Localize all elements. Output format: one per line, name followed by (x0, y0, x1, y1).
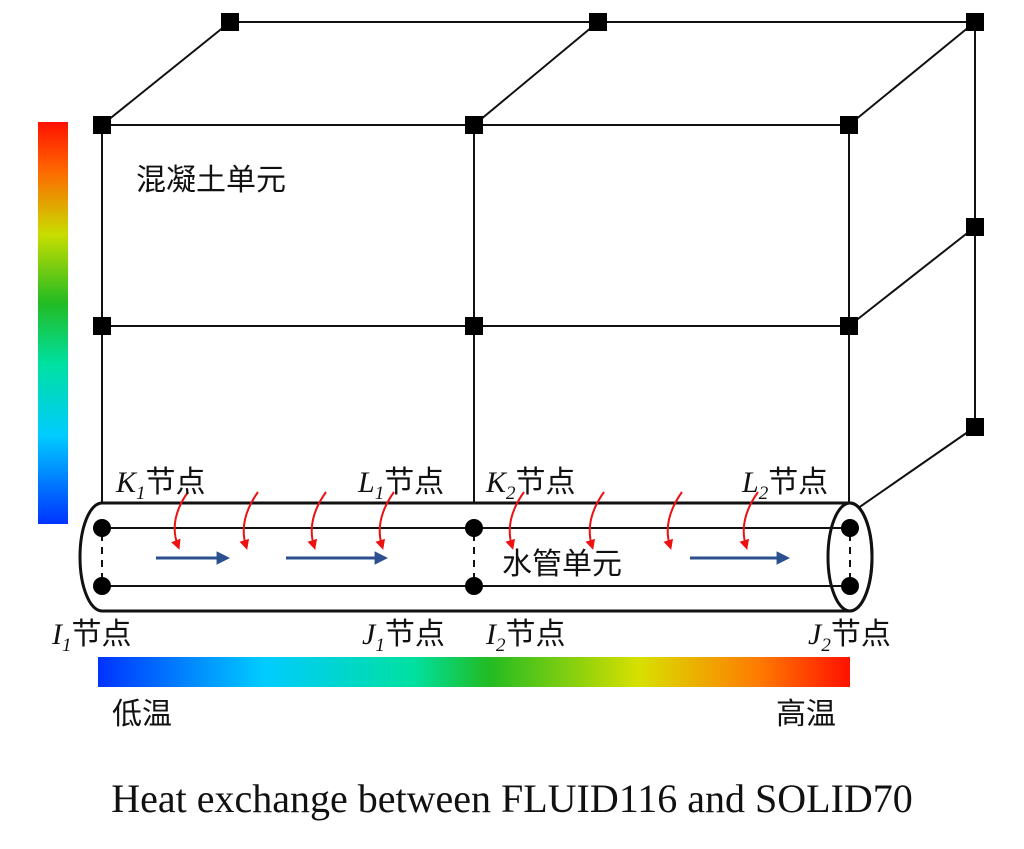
mesh-node (465, 116, 483, 134)
node-label-J1: J1节点 (362, 617, 445, 656)
node-label-J2: J2节点 (808, 617, 891, 656)
mesh-node (966, 13, 984, 31)
heat-arrow (375, 491, 395, 550)
node-label-I2: I2节点 (485, 617, 566, 656)
heat-arrow (505, 491, 525, 550)
pipe-node (465, 519, 483, 537)
heat-arrow (171, 491, 189, 550)
pipe-element-label: 水管单元 (502, 547, 622, 582)
node-label-L2: L2节点 (741, 465, 828, 504)
mesh-node (840, 116, 858, 134)
mesh-nodes (93, 13, 984, 436)
figure-caption: Heat exchange between FLUID116 and SOLID… (111, 776, 913, 821)
mesh-node (465, 317, 483, 335)
mesh-node (93, 116, 111, 134)
vertical-temperature-scale (38, 122, 68, 524)
mesh-node (93, 317, 111, 335)
pipe-nodes (93, 519, 859, 595)
node-label-K2: K2节点 (485, 465, 576, 504)
heat-arrow (307, 491, 327, 550)
legend-low-label: 低温 (112, 697, 172, 732)
concrete-mesh (101, 21, 976, 514)
mesh-node (221, 13, 239, 31)
mesh-node (589, 13, 607, 31)
pipe-node (841, 519, 859, 537)
pipe-node (93, 519, 111, 537)
node-label-K1: K1节点 (115, 465, 206, 504)
concrete-element-label: 混凝土单元 (136, 163, 286, 198)
node-label-I1: I1节点 (51, 617, 132, 656)
mesh-node (966, 418, 984, 436)
horizontal-temperature-scale (98, 657, 850, 687)
node-label-L1: L1节点 (357, 465, 444, 504)
pipe-node (465, 577, 483, 595)
heat-transfer-arrows (171, 491, 759, 550)
heat-arrow (585, 491, 605, 550)
heat-arrow (663, 491, 683, 550)
legend-high-label: 高温 (776, 697, 836, 732)
heat-arrow (239, 491, 259, 550)
mesh-node (840, 317, 858, 335)
mesh-node (966, 218, 984, 236)
pipe-node (93, 577, 111, 595)
pipe-node (841, 577, 859, 595)
heat-arrow (739, 491, 759, 550)
